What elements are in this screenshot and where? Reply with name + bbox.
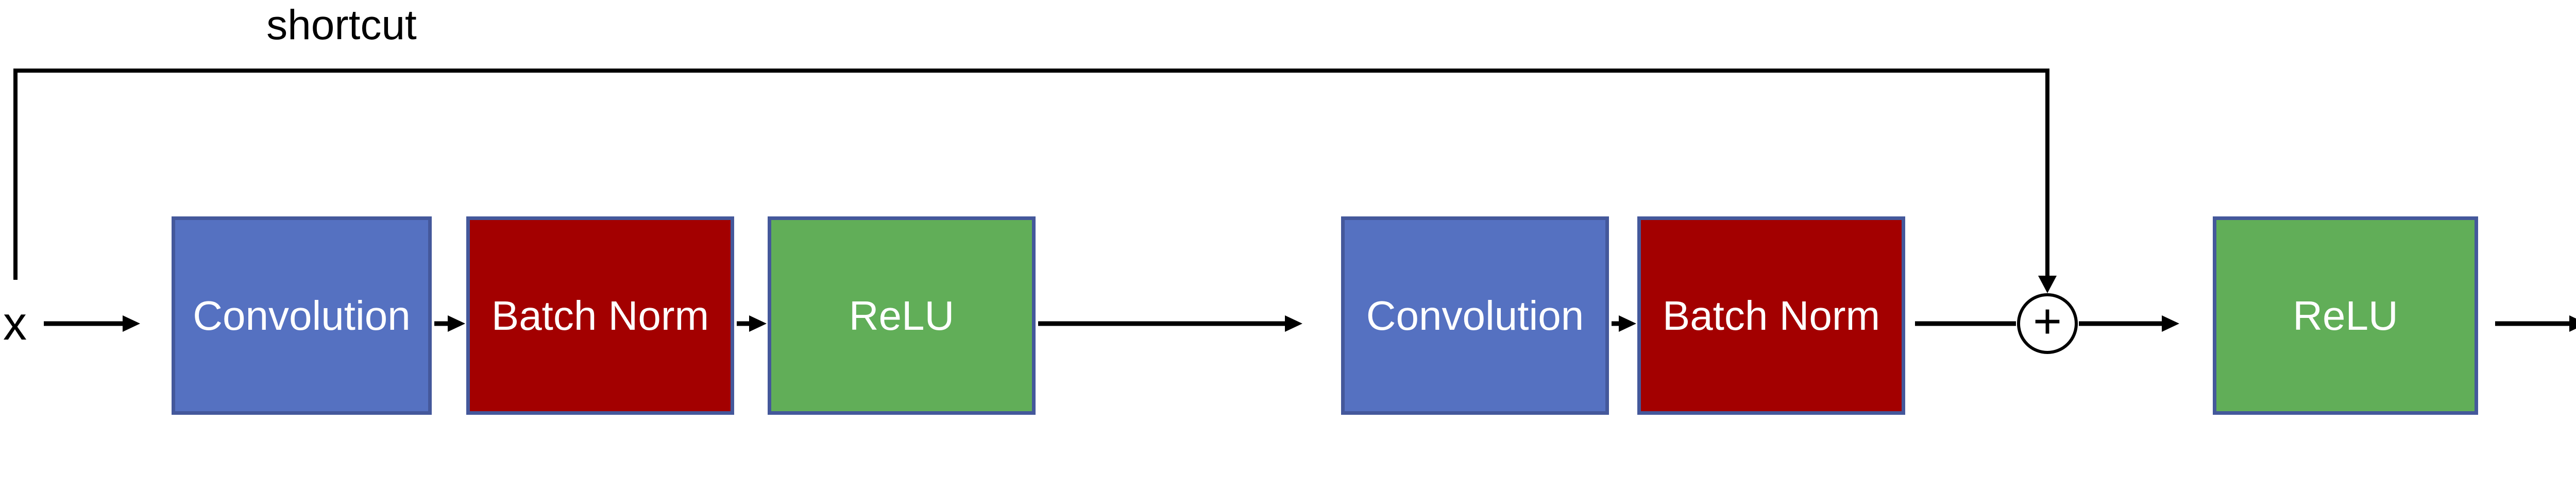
arrow-sum-to-relu2 [2079,315,2179,332]
arrow-relu1-to-conv2 [1038,315,1302,332]
sum-node: + [2017,293,2078,354]
node-batch-norm-2: Batch Norm [1637,216,1905,415]
node-label: Batch Norm [1662,292,1880,339]
arrow-bn1-to-relu1 [737,315,767,332]
node-label: Convolution [193,292,411,339]
node-relu-1: ReLU [768,216,1036,415]
input-x-label: x [3,297,27,350]
shortcut-line [13,69,2049,280]
arrowhead-icon [2569,315,2576,332]
arrowhead-icon [749,315,767,332]
node-label: Convolution [1366,292,1584,339]
shortcut-label: shortcut [266,2,417,48]
node-label: Batch Norm [491,292,709,339]
arrowhead-icon [123,315,140,332]
arrowhead-icon [1619,315,1636,332]
node-batch-norm-1: Batch Norm [466,216,734,415]
arrow-x-to-conv1 [44,315,140,332]
node-label: ReLU [2293,292,2398,339]
arrowhead-icon [2162,315,2179,332]
shortcut-connector [13,69,2057,293]
arrow-conv1-to-bn1 [434,315,465,332]
arrow-relu2-to-output [2495,315,2576,332]
arrowhead-icon [448,315,465,332]
node-label: ReLU [849,292,955,339]
shortcut-arrowhead-icon [2038,276,2057,293]
arrowhead-icon [1285,315,1302,332]
arrow-conv2-to-bn2 [1612,315,1636,332]
plus-icon: + [2032,294,2062,349]
node-convolution-1: Convolution [172,216,432,415]
node-convolution-2: Convolution [1341,216,1609,415]
node-relu-2: ReLU [2213,216,2478,415]
